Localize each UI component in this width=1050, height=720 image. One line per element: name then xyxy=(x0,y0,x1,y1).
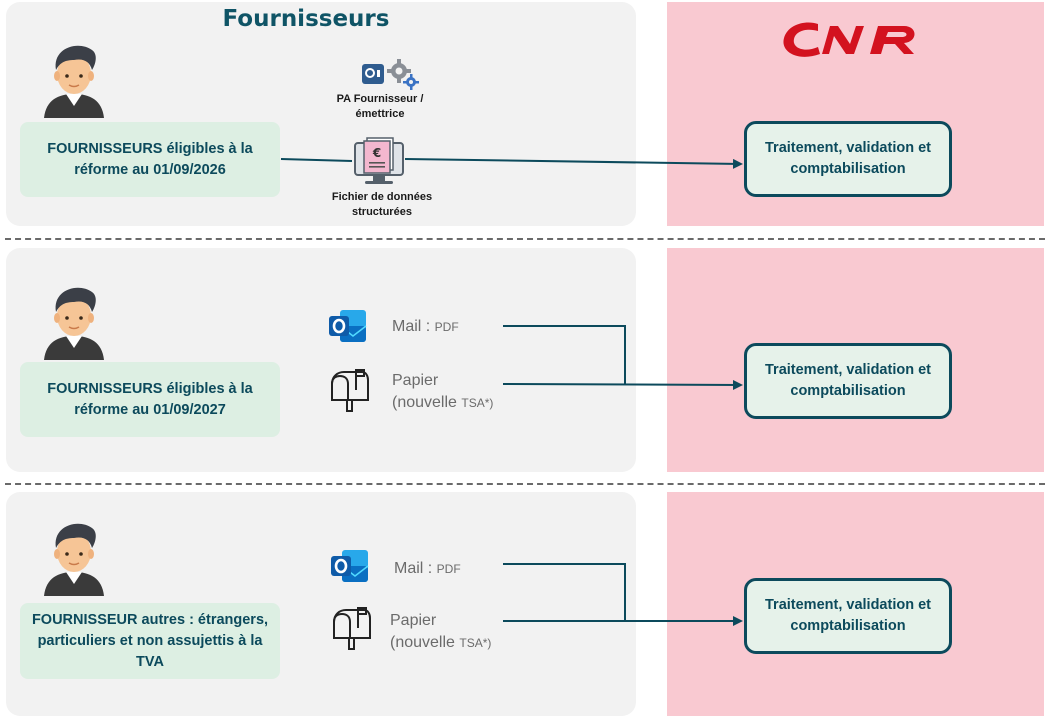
platform-label: PA Fournisseur / émettrice xyxy=(336,93,424,120)
mailbox-icon xyxy=(331,369,369,412)
person-avatar-icon xyxy=(44,287,104,360)
person-avatar-icon xyxy=(44,45,104,118)
processing-box-3: Traitement, validation et comptabilisati… xyxy=(744,578,952,654)
section-divider-1 xyxy=(5,238,1045,240)
processing-box-1: Traitement, validation et comptabilisati… xyxy=(744,121,952,197)
supplier-label: FOURNISSEURS éligibles à la réforme au 0… xyxy=(47,140,253,178)
processing-box-2: Traitement, validation et comptabilisati… xyxy=(744,343,952,419)
safe-icon xyxy=(362,64,384,84)
paper-label: Papier xyxy=(390,612,437,629)
mail-label: Mail : xyxy=(392,318,435,335)
page-title: Fournisseurs xyxy=(222,6,390,32)
gear-icon xyxy=(387,59,419,90)
supplier-box-other: FOURNISSEUR autres : étrangers, particul… xyxy=(20,603,280,679)
svg-text:€: € xyxy=(372,146,381,160)
paper-channel-label: Papier (nouvelle TSA*) xyxy=(390,610,491,654)
flow-arrow-row-1-target xyxy=(404,158,743,169)
mail-format-label: PDF xyxy=(434,320,459,334)
supplier-box-2027: FOURNISSEURS éligibles à la réforme au 0… xyxy=(20,362,280,437)
mail-channel-label: Mail : PDF xyxy=(394,558,461,580)
invoice-monitor-icon: € xyxy=(354,137,404,184)
supplier-label: FOURNISSEUR autres : étrangers, particul… xyxy=(31,611,269,670)
paper-sub-label: (nouvelle TSA*) xyxy=(392,394,494,411)
structured-file-label: Fichier de données structurées xyxy=(331,191,433,218)
cnr-logo xyxy=(783,22,915,57)
paper-channel-label: Papier (nouvelle TSA*) xyxy=(392,370,493,414)
supplier-label: FOURNISSEURS éligibles à la réforme au 0… xyxy=(47,380,253,418)
paper-sub-label: (nouvelle TSA*) xyxy=(390,634,492,651)
mail-connector-row-3 xyxy=(503,563,626,621)
mail-label: Mail : xyxy=(394,560,437,577)
paper-label: Papier xyxy=(392,372,439,389)
outlook-icon xyxy=(331,550,369,582)
processing-label: Traitement, validation et comptabilisati… xyxy=(765,140,931,177)
processing-label: Traitement, validation et comptabilisati… xyxy=(765,362,931,399)
paper-connector-row-2 xyxy=(502,379,743,390)
outlook-icon xyxy=(329,310,367,342)
processing-label: Traitement, validation et comptabilisati… xyxy=(765,597,931,634)
supplier-box-2026: FOURNISSEURS éligibles à la réforme au 0… xyxy=(20,122,280,197)
mailbox-icon xyxy=(333,607,371,650)
mail-connector-row-2 xyxy=(503,325,626,384)
section-divider-2 xyxy=(5,483,1045,485)
person-avatar-icon xyxy=(44,523,104,596)
mail-channel-label: Mail : PDF xyxy=(392,316,459,338)
flow-arrow-row-1 xyxy=(280,158,353,162)
mail-format-label: PDF xyxy=(436,562,461,576)
